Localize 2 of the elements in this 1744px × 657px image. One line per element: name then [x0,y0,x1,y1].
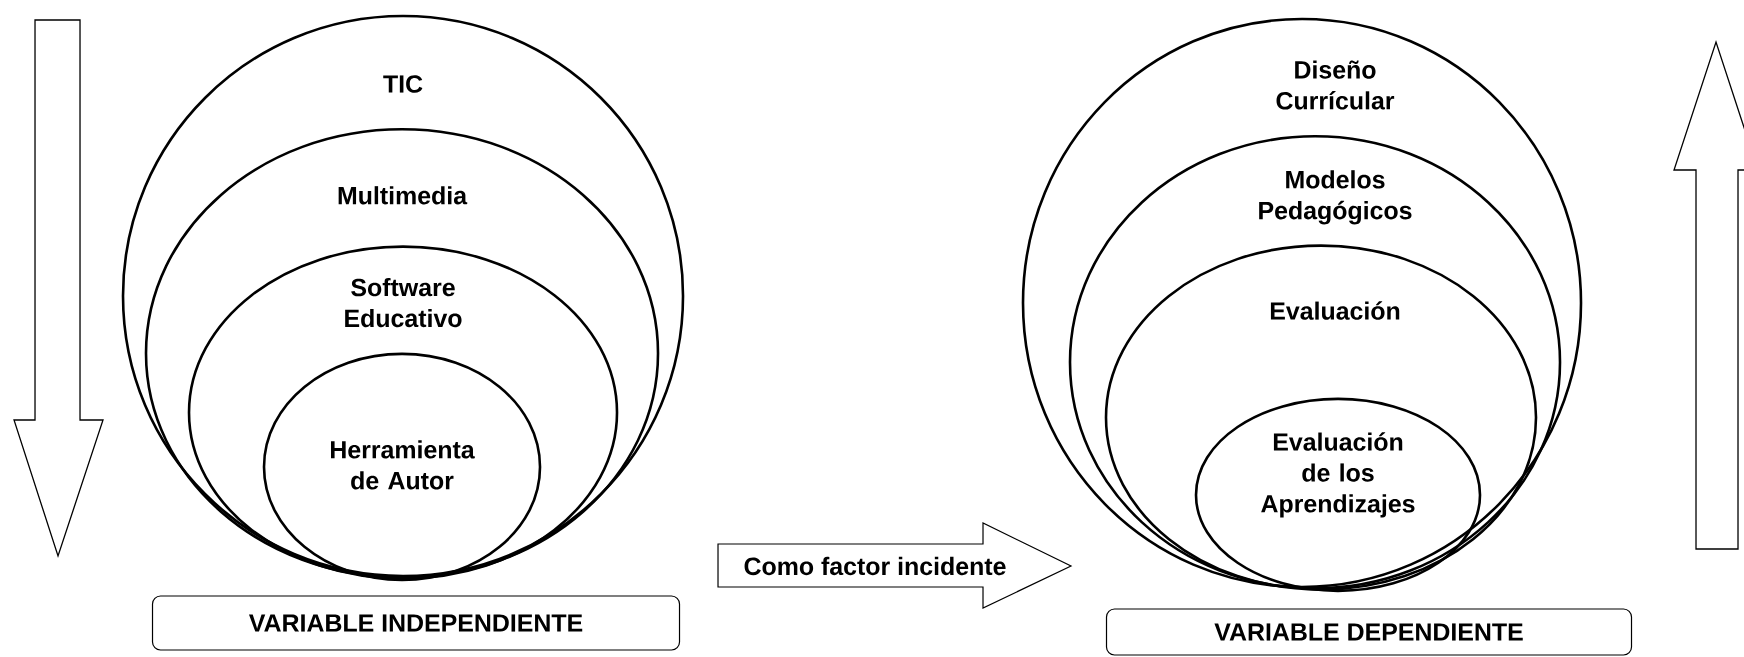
label-box: VARIABLE INDEPENDIENTE [151,595,681,651]
label-box: VARIABLE DEPENDIENTE [1105,608,1633,656]
